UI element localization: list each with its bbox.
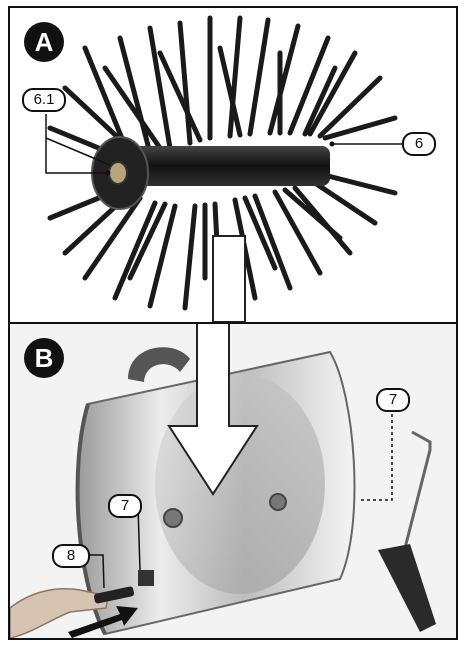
drum-axle	[269, 493, 287, 511]
figure-frame: A 6.1 6	[8, 6, 458, 640]
panel-a-badge: A	[24, 22, 64, 62]
drum-bolt	[163, 508, 183, 528]
insert-arrow-top	[212, 235, 246, 322]
crank-rod	[403, 430, 432, 552]
callout-6: 6	[402, 132, 436, 156]
drum-handle	[128, 347, 190, 382]
brush-illustration	[45, 15, 402, 322]
panel-b-badge: B	[24, 338, 64, 378]
leader-lines-a	[45, 114, 402, 174]
hand	[10, 588, 109, 638]
panel-b: B 7 7 8	[10, 324, 456, 638]
crank-handle	[378, 544, 436, 632]
brush-shaft	[130, 146, 330, 186]
threaded-insert	[108, 161, 128, 185]
direction-arrow	[68, 606, 138, 638]
drum-nut	[138, 570, 154, 586]
callout-6-1: 6.1	[22, 88, 66, 112]
drum-illustration	[10, 324, 436, 638]
callout-7-right: 7	[376, 388, 410, 412]
callout-8: 8	[52, 544, 90, 568]
callout-7-left: 7	[108, 494, 142, 518]
bolt-8	[93, 586, 135, 604]
panel-a: A 6.1 6	[10, 8, 456, 324]
insert-arrow-bottom	[167, 324, 259, 496]
drum-inner	[155, 374, 325, 594]
